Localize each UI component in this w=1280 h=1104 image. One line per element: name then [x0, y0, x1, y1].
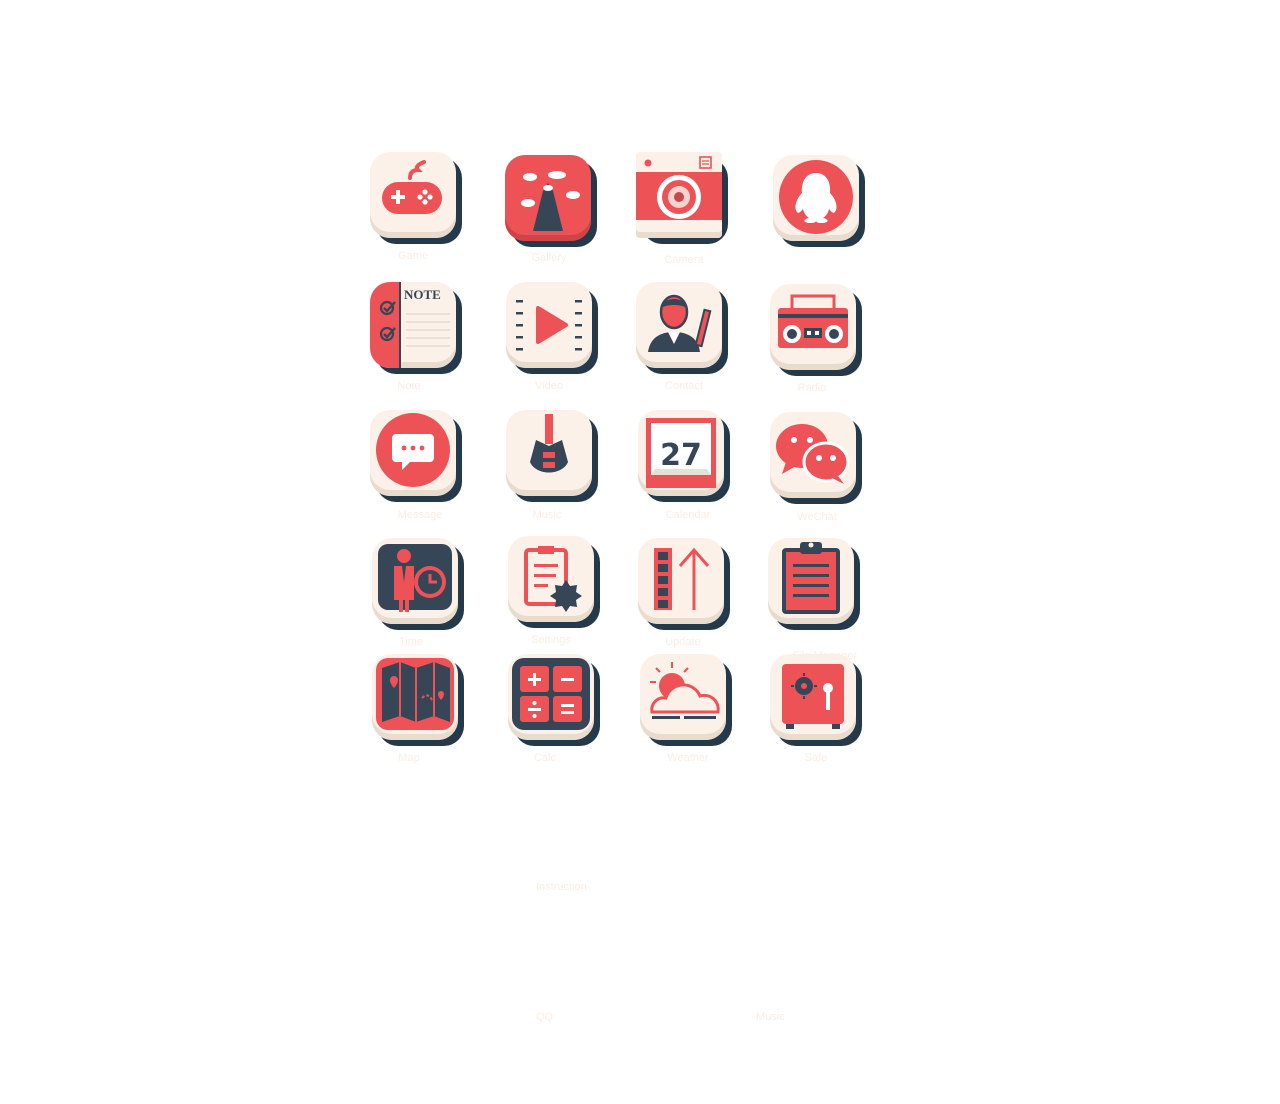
icon-label: Note	[397, 380, 421, 392]
gallery-app-tile[interactable]	[505, 155, 597, 247]
icon-label: Game	[398, 250, 428, 262]
message-app-tile[interactable]	[370, 410, 462, 502]
stray-label: Instruction	[536, 881, 587, 893]
message-icon	[376, 413, 450, 487]
icon-label: Gallery	[531, 252, 567, 264]
icon-label: Map	[398, 752, 420, 764]
icon-label: Safe	[804, 752, 828, 764]
qq-penguin-icon	[779, 160, 853, 234]
map-icon	[376, 658, 454, 730]
time-icon	[378, 544, 452, 612]
settings-app-tile[interactable]	[508, 536, 600, 628]
clipboard-icon	[782, 542, 840, 614]
radio-icon	[778, 294, 848, 348]
qq-app-tile[interactable]	[773, 155, 865, 247]
safe-app-tile[interactable]	[770, 654, 862, 746]
icon-label: Weather	[667, 752, 709, 764]
update-app-tile[interactable]	[638, 538, 730, 630]
music-app-tile[interactable]	[506, 410, 598, 502]
icon-label: Update	[665, 636, 701, 648]
game-icon	[382, 160, 442, 214]
note-app-tile[interactable]: NOTE	[370, 282, 462, 374]
stray-label: Music	[756, 1011, 785, 1023]
icon-label: Radio	[797, 382, 827, 394]
note-icon: NOTE	[370, 282, 450, 368]
wechat-app-tile[interactable]	[770, 412, 862, 504]
weather-app-tile[interactable]	[640, 654, 732, 746]
safe-icon	[782, 664, 844, 729]
stray-label: QQ	[536, 1011, 554, 1023]
radio-app-tile[interactable]	[770, 284, 862, 376]
contacts-app-tile[interactable]	[636, 282, 728, 374]
calculator-icon	[512, 658, 590, 730]
camera-icon	[636, 152, 722, 220]
gallery-icon	[521, 171, 580, 231]
icon-label: Settings	[531, 634, 571, 646]
time-app-tile[interactable]	[372, 538, 464, 630]
icon-label: File Manager	[792, 650, 858, 662]
settings-icon	[524, 546, 582, 612]
calculator-app-tile[interactable]	[508, 654, 600, 746]
icon-label: Calc	[533, 752, 556, 764]
icon-label: Calendar	[665, 509, 711, 521]
icon-label: WeChat	[797, 511, 837, 523]
icon-label: Music	[532, 509, 562, 521]
music-icon	[530, 414, 568, 473]
icon-label: Video	[535, 380, 563, 392]
video-app-tile[interactable]	[506, 282, 598, 374]
camera-app-tile[interactable]	[636, 152, 728, 244]
note-title-text: NOTE	[404, 287, 441, 302]
icon-label: Camera	[664, 254, 704, 266]
update-icon	[654, 547, 710, 610]
video-icon	[516, 300, 582, 351]
calendar-date-text: 27	[660, 438, 702, 473]
game-app-tile[interactable]	[370, 152, 462, 244]
icon-label: Contact	[665, 380, 703, 392]
weather-icon	[650, 662, 720, 719]
map-app-tile[interactable]	[372, 654, 464, 746]
icon-label: Time	[398, 636, 424, 648]
icon-label: Message	[397, 509, 443, 521]
calendar-icon: 27	[646, 418, 716, 488]
calendar-app-tile[interactable]: 27	[638, 410, 730, 502]
clipboard-app-tile[interactable]	[768, 538, 860, 630]
wechat-icon	[776, 424, 850, 484]
contacts-icon	[648, 294, 712, 352]
